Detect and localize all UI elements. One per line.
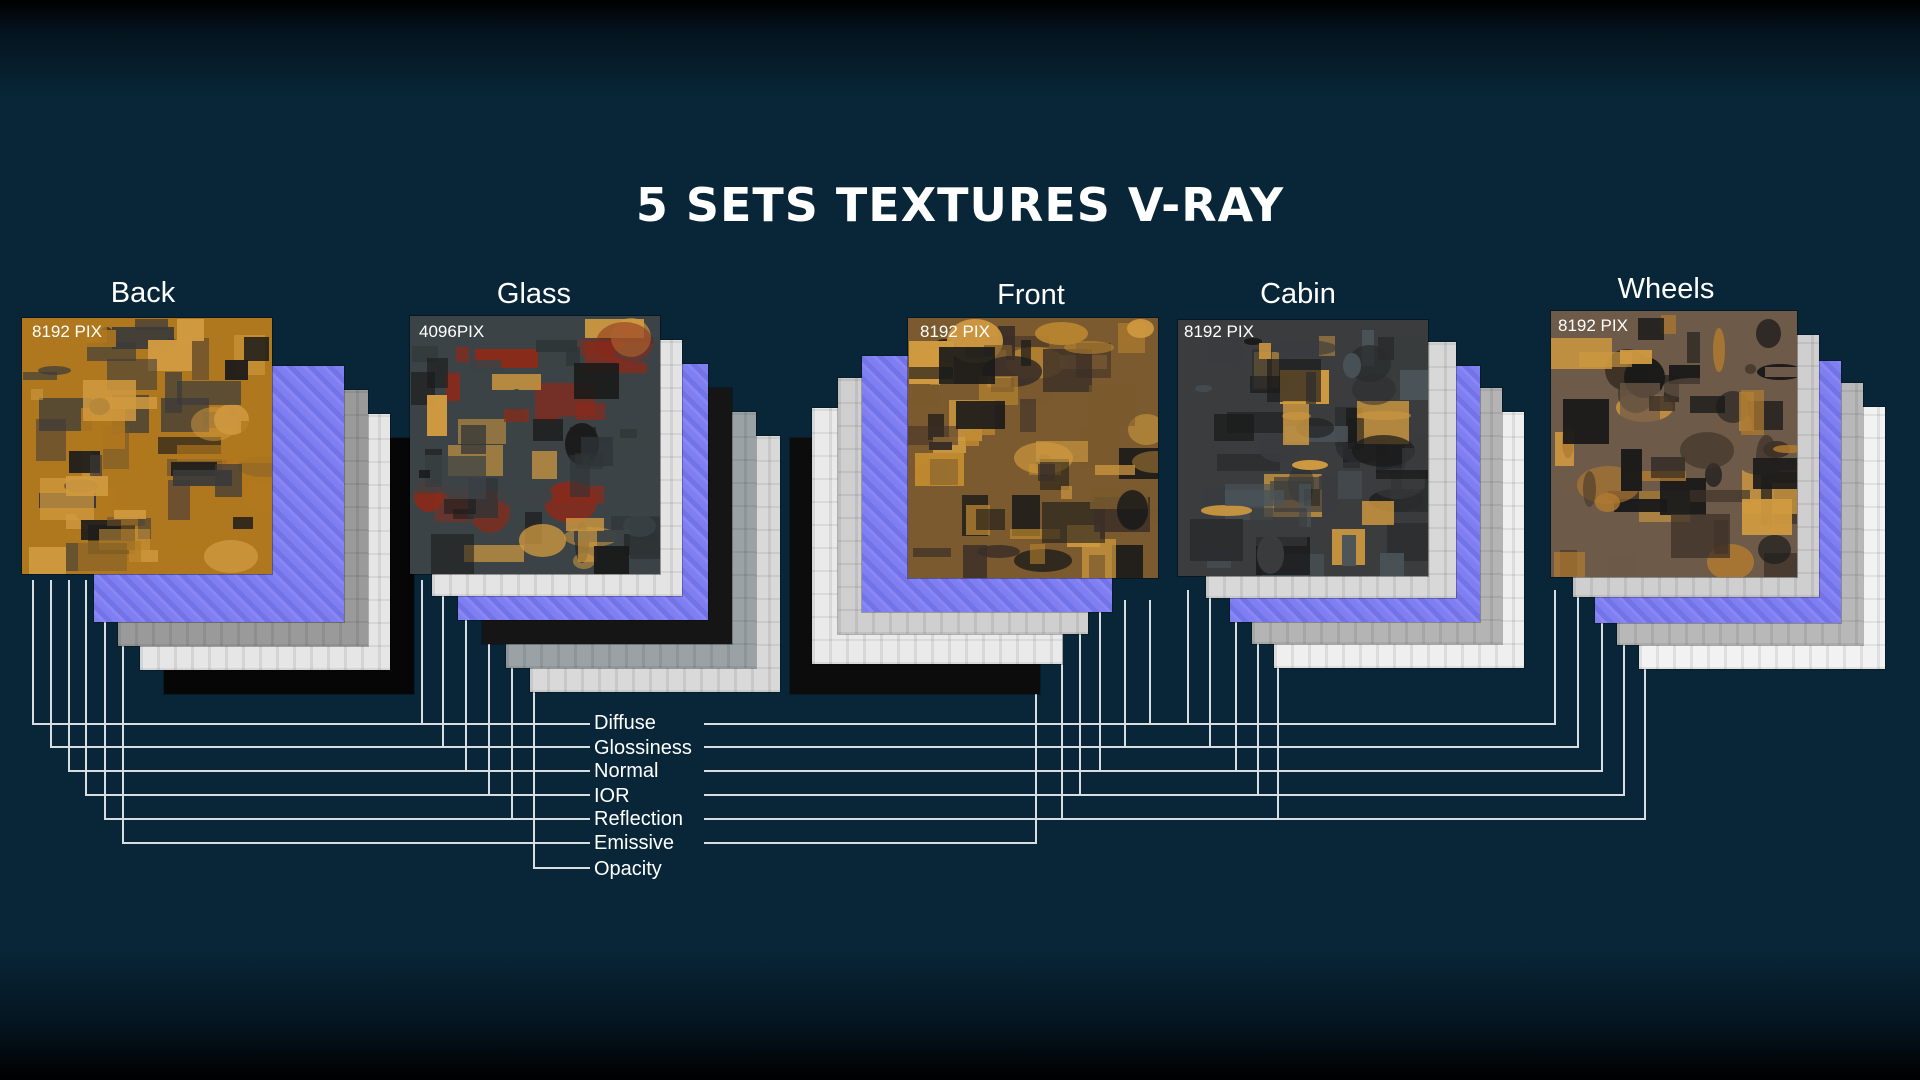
legend-diffuse: Diffuse [594,712,656,734]
set-label-glass: Glass [496,278,572,310]
resolution-label-front: 8192 PIX [920,322,990,341]
diffuse-texture-front [908,318,1158,578]
legend-normal: Normal [594,760,659,782]
wire-back-4 [104,580,590,820]
wire-glass-1 [442,580,590,748]
diffuse-texture-cabin [1178,320,1428,576]
legend-glossiness: Glossiness [594,737,692,759]
wire-back-5 [122,580,590,844]
set-label-back: Back [110,277,176,309]
set-label-cabin: Cabin [1260,278,1336,310]
resolution-label-glass: 4096PIX [419,322,485,341]
wire-back-3 [85,580,590,796]
diffuse-texture-back [22,318,272,574]
set-label-wheels: Wheels [1617,273,1715,305]
legend-emissive: Emissive [594,832,675,854]
wire-back-2 [68,580,590,772]
wire-back-0 [32,580,590,725]
wire-back-1 [50,580,590,748]
resolution-label-back: 8192 PIX [32,322,102,341]
diffuse-texture-glass [410,316,660,574]
legend-opacity: Opacity [594,858,662,880]
wire-glass-2 [465,580,590,772]
page-title: 5 SETS TEXTURES V-RAY [635,178,1285,232]
wire-glass-3 [488,580,590,796]
legend-ior: IOR [594,785,630,807]
resolution-label-cabin: 8192 PIX [1184,322,1254,341]
resolution-label-wheels: 8192 PIX [1558,316,1628,335]
diffuse-texture-wheels [1551,311,1797,577]
legend-reflection: Reflection [594,808,683,830]
set-label-front: Front [997,279,1065,311]
